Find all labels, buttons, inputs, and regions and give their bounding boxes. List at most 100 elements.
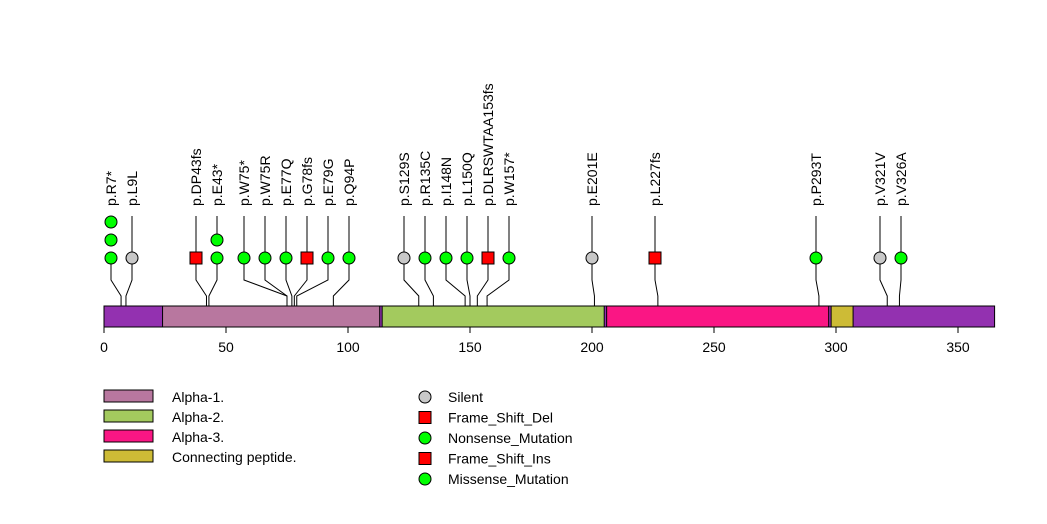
mutation-marker-circle [237, 251, 251, 265]
x-tick-label: 300 [824, 339, 848, 355]
mutation-label: p.E43* [209, 163, 225, 206]
mutation-stem [466, 258, 471, 306]
mutation-label: p.G78fs [299, 157, 315, 206]
mutation-stem [332, 258, 350, 306]
legend-type-circle [418, 390, 432, 404]
mutation-label: p.L150Q [459, 152, 475, 206]
x-tick-label: 350 [946, 339, 970, 355]
mutation-marker-square [300, 251, 314, 265]
x-tick-label: 150 [458, 339, 482, 355]
legend-domain-swatch [103, 389, 154, 403]
mutation-stem [591, 258, 595, 306]
mutation-label: p.E77Q [278, 158, 294, 206]
domain-2 [606, 305, 830, 328]
legend-type-square [418, 452, 432, 465]
x-tick-label: 250 [702, 339, 726, 355]
mutation-marker-circle [894, 251, 908, 265]
mutation-stem [654, 258, 659, 306]
mutation-marker-square [189, 251, 203, 265]
legend-type-label: Nonsense_Mutation [448, 430, 573, 446]
legend-domain-label: Connecting peptide. [172, 449, 297, 465]
mutation-marker-circle [258, 251, 272, 265]
mutation-label: p.V326A [893, 152, 909, 206]
mutation-label: p.Q94P [341, 159, 357, 206]
mutation-stem [445, 258, 466, 306]
mutation-label: p.W75* [236, 160, 252, 206]
mutation-label: p.W75R [257, 155, 273, 206]
mutation-19: p.V321V [872, 152, 888, 306]
legend-type-square [418, 411, 432, 424]
legend-domain-label: Alpha-2. [172, 409, 224, 425]
mutation-marker-circle [502, 251, 516, 265]
mutation-stem [403, 258, 420, 306]
mutation-label: p.L227fs [647, 152, 663, 206]
mutation-marker-circle [439, 251, 453, 265]
mutation-stem [264, 258, 288, 306]
mutation-label: p.P293T [808, 153, 824, 206]
mutation-marker-circle [125, 251, 139, 265]
mutation-marker-circle [279, 251, 293, 265]
domain-1 [381, 305, 605, 328]
legend-domain-label: Alpha-1. [172, 389, 224, 405]
mutation-stem [208, 258, 218, 306]
mutation-stem [879, 258, 888, 306]
mutation-8: p.E79G [296, 159, 336, 306]
mutation-2: p.DP43fs [188, 148, 207, 306]
mutation-marker-square [481, 251, 495, 265]
mutation-marker-circle [104, 215, 118, 229]
mutation-9: p.Q94P [332, 159, 357, 306]
legend-type-label: Silent [448, 389, 483, 405]
mutation-stem [195, 258, 207, 306]
mutation-stem [424, 258, 434, 306]
mutation-marker-circle [873, 251, 887, 265]
mutation-label: p.I148N [438, 157, 454, 206]
mutation-5: p.W75R [257, 155, 288, 306]
mutation-marker-circle [460, 251, 474, 265]
mutation-15: p.W157* [486, 152, 517, 306]
domain-3 [830, 305, 854, 328]
protein-bar [103, 305, 996, 328]
mutation-3: p.E43* [208, 163, 225, 306]
mutation-marker-circle [321, 251, 335, 265]
mutation-4: p.W75* [236, 160, 288, 306]
x-tick-label: 200 [580, 339, 604, 355]
legend-type-label: Frame_Shift_Del [448, 410, 553, 426]
mutation-marker-circle [104, 233, 118, 247]
mutation-label: p.R7* [103, 170, 119, 206]
legend-type-circle [418, 472, 432, 486]
domain-0 [162, 305, 381, 328]
mutation-stem [285, 258, 293, 306]
mutation-17: p.L227fs [647, 152, 663, 306]
mutation-0: p.R7* [103, 170, 122, 306]
mutation-16: p.E201E [584, 152, 600, 306]
mutation-stem [476, 258, 489, 306]
mutation-marker-circle [104, 251, 118, 265]
mutation-stem [293, 258, 308, 306]
mutation-stem [815, 258, 820, 306]
mutation-label: p.DLRSWTAA153fs [480, 83, 496, 206]
mutation-7: p.G78fs [293, 157, 315, 306]
mutation-marker-circle [397, 251, 411, 265]
mutation-stem [110, 258, 122, 306]
legend: Alpha-1.Alpha-2.Alpha-3.Connecting pepti… [103, 389, 573, 487]
mutation-18: p.P293T [808, 153, 824, 306]
legend-type-label: Frame_Shift_Ins [448, 451, 551, 467]
legend-type-label: Missense_Mutation [448, 471, 569, 487]
mutation-marker-circle [210, 233, 224, 247]
mutation-label: p.S129S [396, 152, 412, 206]
mutation-11: p.R135C [417, 151, 434, 306]
mutation-label: p.E201E [584, 152, 600, 206]
mutation-13: p.L150Q [459, 152, 475, 306]
mutation-label: p.L9L [124, 171, 140, 206]
mutation-marker-circle [342, 251, 356, 265]
legend-domain-swatch [103, 449, 154, 463]
mutation-14: p.DLRSWTAA153fs [476, 83, 496, 306]
mutation-label: p.E79G [320, 159, 336, 206]
mutation-marker-circle [210, 251, 224, 265]
mutation-stem [898, 258, 902, 306]
x-tick-label: 0 [100, 339, 108, 355]
mutation-label: p.V321V [872, 152, 888, 206]
